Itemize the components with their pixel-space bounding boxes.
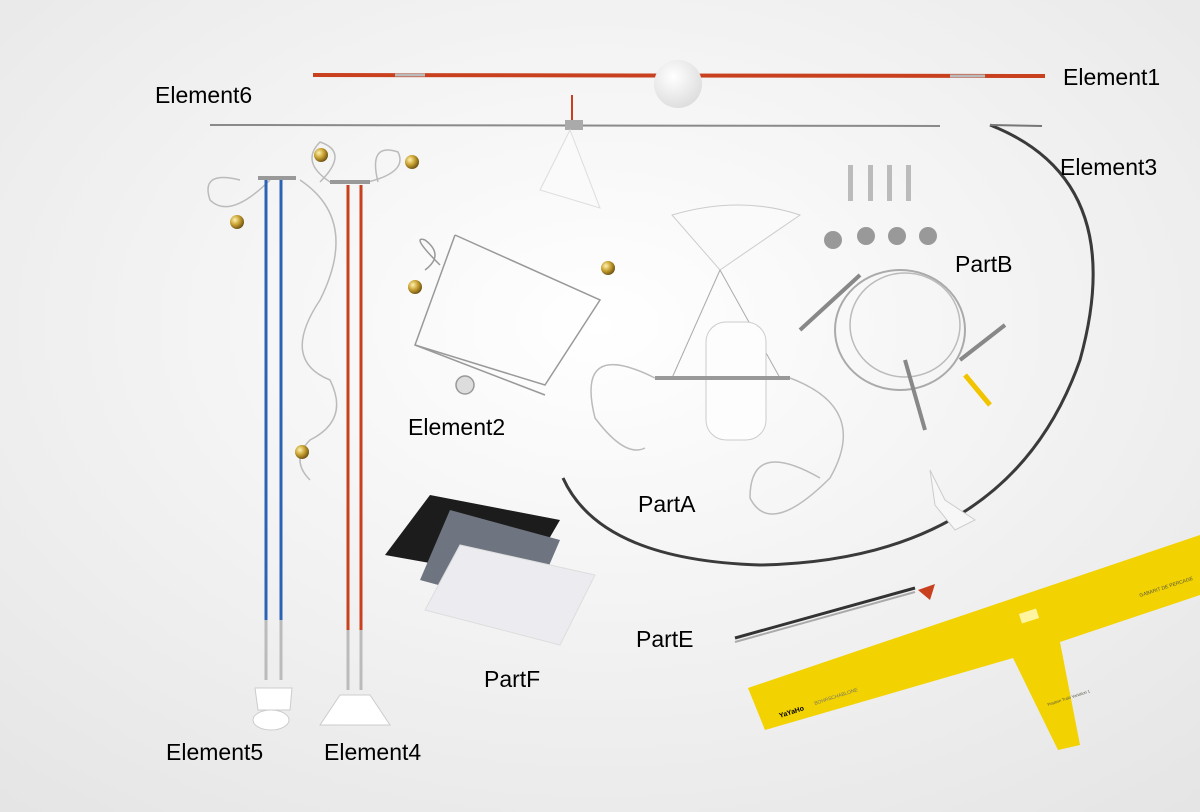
element1-rod xyxy=(312,60,1046,108)
partB-cables-hardware xyxy=(798,165,1007,431)
label-element3: Element3 xyxy=(1060,154,1158,180)
label-partE: PartE xyxy=(636,626,694,652)
element6-rod xyxy=(209,95,941,209)
label-element2: Element2 xyxy=(408,414,506,440)
element4-pendant xyxy=(311,141,419,726)
label-partF: PartF xyxy=(484,666,541,692)
partF-shades xyxy=(385,495,596,646)
label-partA: PartA xyxy=(638,491,696,517)
label-element6: Element6 xyxy=(155,82,253,108)
partA-transformer xyxy=(590,204,845,515)
partE-rod xyxy=(734,584,935,643)
element2-frame xyxy=(408,234,615,396)
label-element5: Element5 xyxy=(166,739,264,765)
element5-pendant xyxy=(207,176,338,731)
label-element1: Element1 xyxy=(1063,64,1161,90)
label-partB: PartB xyxy=(955,251,1013,277)
label-element4: Element4 xyxy=(324,739,422,765)
element3-rail xyxy=(561,123,1095,567)
